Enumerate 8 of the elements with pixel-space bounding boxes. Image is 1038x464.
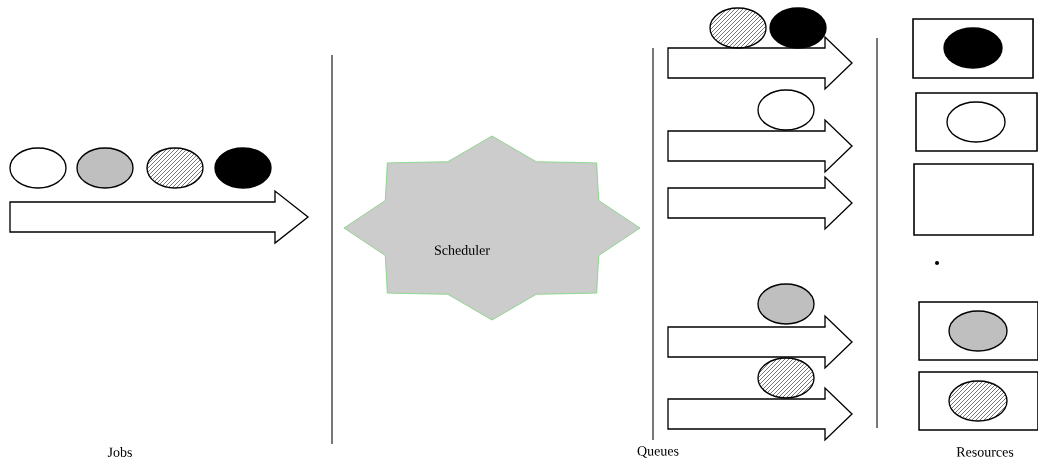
resource-box (913, 163, 1034, 236)
axis-label: Queues (637, 446, 679, 458)
axis-label: Jobs (107, 447, 132, 457)
scheduler-star: Scheduler (343, 135, 641, 321)
resource-box (915, 92, 1038, 152)
resource-box (912, 18, 1034, 79)
axis-label: Resources (956, 447, 1014, 457)
resource-box (918, 371, 1038, 431)
